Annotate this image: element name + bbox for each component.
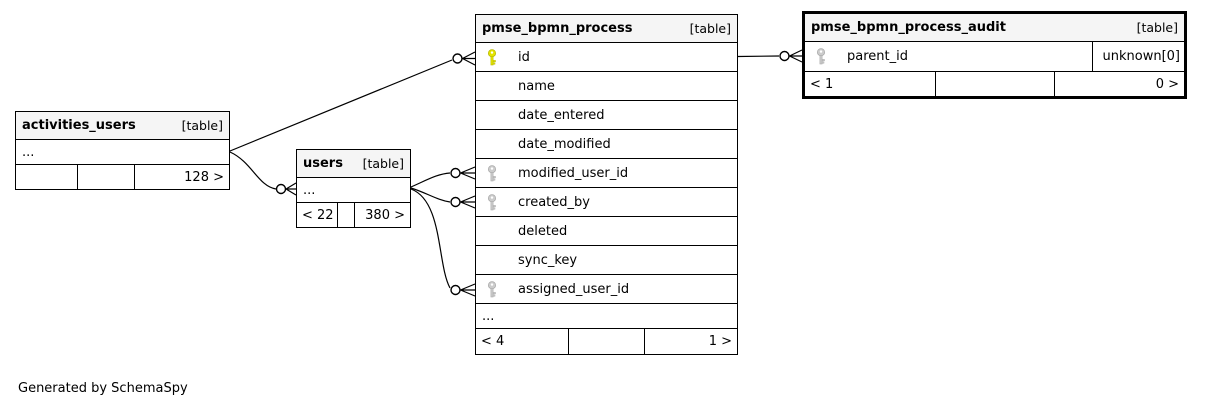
stats-left-cell: < 4 xyxy=(476,329,569,354)
column-name: assigned_user_id xyxy=(518,281,630,297)
column-rows: ... xyxy=(297,178,410,203)
table-users[interactable]: users [table] ... < 22 380 > xyxy=(296,149,411,228)
stats-right-cell: 1 > xyxy=(708,334,732,349)
column-name: modified_user_id xyxy=(518,165,629,181)
more-columns-row[interactable]: ... xyxy=(297,178,410,203)
stats-left-cell xyxy=(16,165,78,189)
table-type-badge: [table] xyxy=(1136,20,1178,35)
column-type-note: unknown[0] xyxy=(1092,42,1184,71)
foreign-key-icon xyxy=(485,280,499,298)
foreign-key-icon xyxy=(485,164,499,182)
table-name: pmse_bpmn_process_audit xyxy=(811,20,1006,35)
table-name: pmse_bpmn_process xyxy=(482,21,633,36)
column-name: id xyxy=(518,49,530,65)
table-name: users xyxy=(303,156,343,171)
column-row-created_by[interactable]: created_by xyxy=(476,188,737,217)
column-rows: parent_id unknown[0] xyxy=(805,42,1184,72)
stats-row: < 1 0 > xyxy=(805,72,1184,96)
column-name: parent_id xyxy=(847,49,908,64)
column-name: date_entered xyxy=(518,107,605,123)
table-type-badge: [table] xyxy=(362,156,404,171)
stats-row: < 4 1 > xyxy=(476,329,737,354)
stats-left-cell: < 1 xyxy=(805,72,936,96)
table-pmse-bpmn-process-audit[interactable]: pmse_bpmn_process_audit [table] parent_i… xyxy=(802,11,1187,99)
column-name: sync_key xyxy=(518,252,578,268)
column-row-name[interactable]: name xyxy=(476,72,737,101)
column-row-date_entered[interactable]: date_entered xyxy=(476,101,737,130)
column-row-date_modified[interactable]: date_modified xyxy=(476,130,737,159)
more-columns-row[interactable]: ... xyxy=(476,304,737,329)
table-header[interactable]: users [table] xyxy=(297,150,410,178)
table-header[interactable]: pmse_bpmn_process_audit [table] xyxy=(805,14,1184,42)
stats-right-cell: 128 > xyxy=(184,169,224,185)
column-name: ... xyxy=(482,308,495,324)
column-row-id[interactable]: id xyxy=(476,43,737,72)
stats-right-cell: 380 > xyxy=(365,207,405,223)
stats-middle-cell xyxy=(338,203,355,227)
table-type-badge: [table] xyxy=(181,118,223,133)
column-name: date_modified xyxy=(518,136,611,152)
foreign-key-icon xyxy=(485,193,499,211)
stats-row: 128 > xyxy=(16,165,229,189)
generated-note: Generated by SchemaSpy xyxy=(18,381,188,396)
table-pmse-bpmn-process[interactable]: pmse_bpmn_process [table] id name date_ent… xyxy=(475,14,738,355)
stats-middle-cell xyxy=(569,329,645,354)
primary-key-icon xyxy=(485,48,499,66)
column-row-assigned_user_id[interactable]: assigned_user_id xyxy=(476,275,737,304)
column-row-parent_id[interactable]: parent_id unknown[0] xyxy=(805,42,1184,72)
stats-left-cell: < 22 xyxy=(297,203,338,227)
column-name: ... xyxy=(303,182,316,198)
column-name: ... xyxy=(22,144,35,160)
column-name: deleted xyxy=(518,223,568,239)
stats-middle-cell xyxy=(78,165,135,189)
table-name: activities_users xyxy=(22,118,136,133)
stats-middle-cell xyxy=(936,72,1055,96)
column-name: name xyxy=(518,78,555,94)
stats-right-cell: 0 > xyxy=(1155,76,1179,92)
stats-row: < 22 380 > xyxy=(297,203,410,227)
column-rows: ... xyxy=(16,140,229,165)
table-header[interactable]: activities_users [table] xyxy=(16,112,229,140)
table-activities-users[interactable]: activities_users [table] ... 128 > xyxy=(15,111,230,190)
column-name: created_by xyxy=(518,194,590,210)
column-rows: id name date_entered date_modified modified_… xyxy=(476,43,737,329)
table-type-badge: [table] xyxy=(689,21,731,36)
column-row-modified_user_id[interactable]: modified_user_id xyxy=(476,159,737,188)
table-header[interactable]: pmse_bpmn_process [table] xyxy=(476,15,737,43)
column-row-sync_key[interactable]: sync_key xyxy=(476,246,737,275)
column-row-deleted[interactable]: deleted xyxy=(476,217,737,246)
foreign-key-icon xyxy=(814,48,828,65)
more-columns-row[interactable]: ... xyxy=(16,140,229,165)
